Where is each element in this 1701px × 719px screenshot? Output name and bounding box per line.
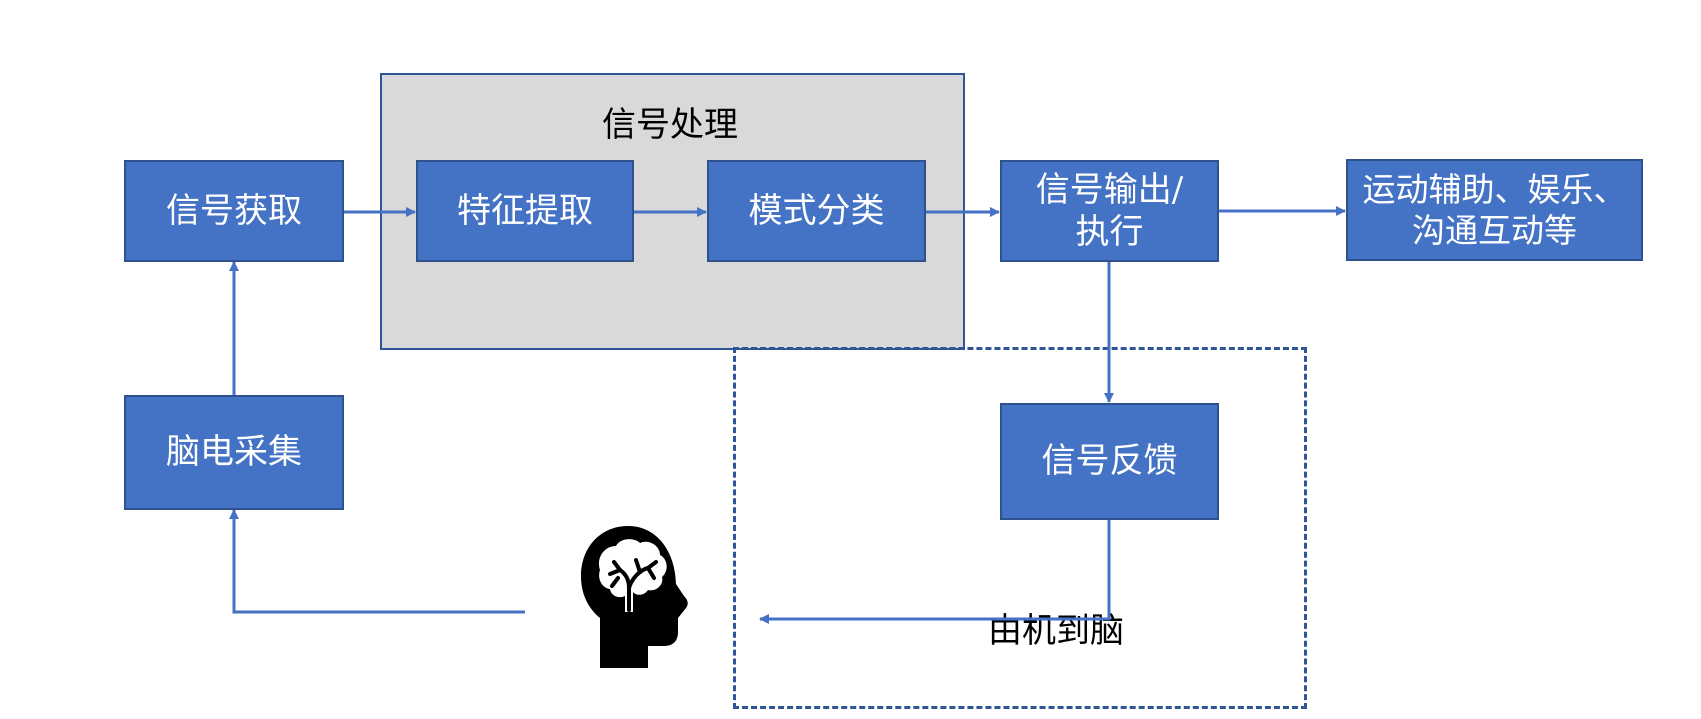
node-pattern-classification: 模式分类: [707, 160, 926, 262]
node-signal-feedback-label: 信号反馈: [1041, 441, 1178, 482]
edge-brain-to-eeg: [229, 509, 525, 614]
node-applications: 运动辅助、娱乐、 沟通互动等: [1346, 159, 1643, 261]
edge-feedback-to-brain: [759, 520, 1111, 624]
human-head-brain-icon: [581, 526, 688, 668]
node-applications-line2: 沟通互动等: [1412, 211, 1577, 250]
signal-processing-title: 信号处理: [602, 105, 738, 145]
node-signal-acquisition: 信号获取: [124, 160, 344, 262]
node-signal-output-line2: 执行: [1075, 212, 1144, 252]
machine-to-brain-region: [733, 347, 1307, 709]
node-feature-extraction-label: 特征提取: [457, 190, 593, 231]
node-feature-extraction: 特征提取: [416, 160, 634, 262]
node-signal-output-line1: 信号输出/: [1035, 169, 1184, 210]
node-signal-feedback: 信号反馈: [1000, 403, 1219, 520]
node-signal-output: 信号输出/ 执行: [1000, 160, 1219, 262]
node-applications-line1: 运动辅助、娱乐、: [1362, 169, 1627, 209]
node-pattern-classification-label: 模式分类: [748, 190, 885, 231]
node-signal-acquisition-label: 信号获取: [166, 190, 302, 231]
node-eeg-collection-label: 脑电采集: [166, 432, 302, 473]
node-eeg-collection: 脑电采集: [124, 395, 344, 510]
